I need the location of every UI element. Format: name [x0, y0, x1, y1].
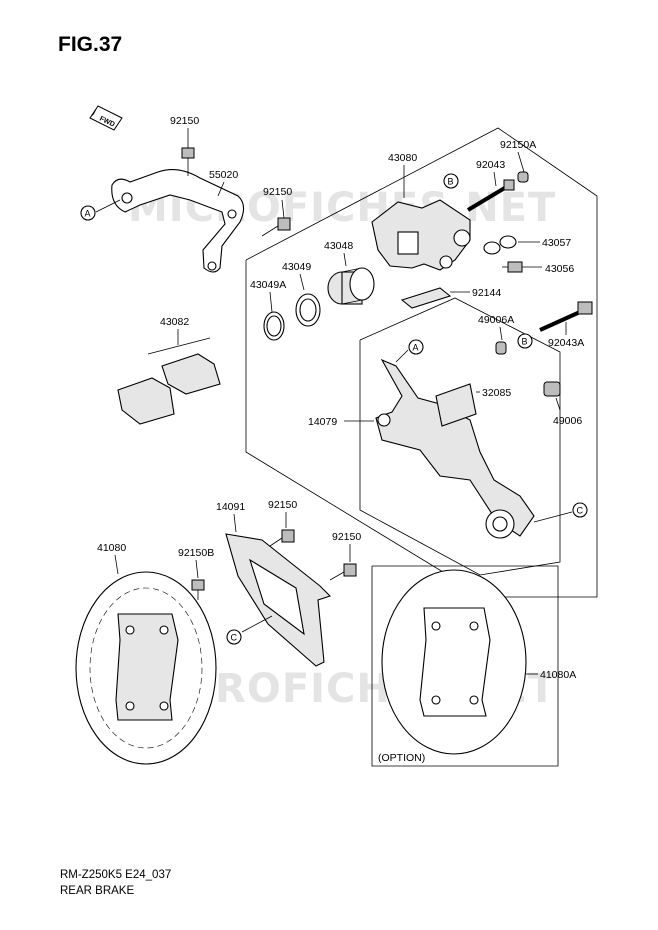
bracket-55020 [111, 169, 245, 273]
fwd-arrow-icon: FWD [89, 105, 123, 131]
label-92150B: 92150B [178, 547, 214, 559]
label-41080A: 41080A [540, 669, 576, 681]
boot-49006A [495, 341, 507, 355]
disc-guard-14091 [225, 533, 332, 667]
label-43049A: 43049A [250, 279, 286, 291]
ref-circle-a1 [80, 205, 96, 221]
brake-disc-41080 [75, 571, 217, 765]
pin-92043 [466, 179, 515, 212]
pin-92043A [539, 301, 593, 332]
ref-circle-b1 [443, 173, 459, 189]
label-49006: 49006 [553, 415, 582, 427]
ref-circle-a2 [408, 339, 424, 355]
label-43080: 43080 [388, 152, 417, 164]
pad-retainer-32085 [435, 383, 477, 427]
brake-disc-41080A [381, 569, 527, 755]
ref-c2: C [231, 633, 238, 643]
bolt-92150-guard1 [269, 529, 295, 547]
option-label: (OPTION) [378, 752, 425, 764]
bleeder-cap-43057 [483, 235, 517, 255]
label-55020: 55020 [209, 169, 238, 181]
label-92150-bracket: 92150 [170, 115, 199, 127]
label-14091: 14091 [216, 501, 245, 513]
ref-b1: B [448, 177, 454, 187]
label-92043: 92043 [476, 159, 505, 171]
boot-49006 [543, 381, 561, 397]
label-43048: 43048 [324, 240, 353, 252]
figure-title: FIG.37 [58, 33, 122, 56]
figure-name: REAR BRAKE [60, 885, 134, 897]
label-92144: 92144 [472, 287, 501, 299]
caliper-holder-14079 [375, 358, 535, 539]
bolt-92150-guard2 [329, 563, 357, 581]
caliper-assembly-frame [245, 127, 598, 598]
label-92150A: 92150A [500, 139, 536, 151]
ref-a2: A [413, 343, 419, 353]
holder-assembly-frame [359, 297, 561, 576]
ref-c1: C [577, 506, 584, 516]
label-43082: 43082 [160, 316, 189, 328]
pad-spring-92144 [400, 287, 452, 309]
label-49006A: 49006A [478, 314, 514, 326]
label-92150-guard1: 92150 [268, 499, 297, 511]
label-14079: 14079 [308, 416, 337, 428]
piston-43048 [327, 267, 375, 305]
cap-92150A [517, 171, 529, 183]
label-41080: 41080 [97, 542, 126, 554]
bleeder-valve-43056 [502, 261, 523, 273]
ref-b2: B [522, 337, 528, 347]
label-92043A: 92043A [548, 337, 584, 349]
label-32085: 32085 [482, 387, 511, 399]
figure-code: RM-Z250K5 E24_037 [60, 869, 171, 881]
option-box [371, 565, 559, 767]
bolt-92150B [191, 579, 205, 600]
ref-circle-b2 [517, 333, 533, 349]
label-43056: 43056 [545, 263, 574, 275]
ref-circle-c2 [226, 629, 242, 645]
ref-a1: A [85, 209, 91, 219]
brake-pads-43082 [117, 353, 221, 425]
label-92150-caliper: 92150 [263, 186, 292, 198]
caliper-43080 [371, 199, 471, 271]
ref-circle-c1 [572, 502, 588, 518]
label-43049: 43049 [282, 261, 311, 273]
label-92150-guard2: 92150 [332, 531, 361, 543]
label-43057: 43057 [542, 237, 571, 249]
